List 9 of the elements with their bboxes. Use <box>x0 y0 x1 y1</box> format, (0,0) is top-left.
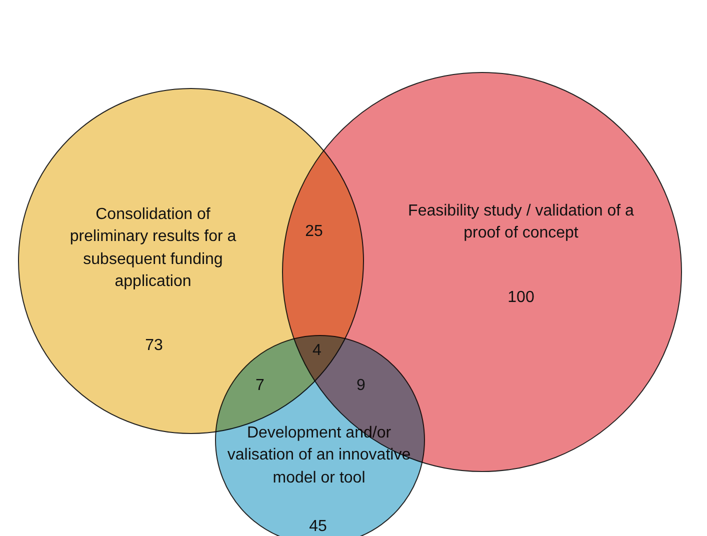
count-label: 7 <box>256 376 264 396</box>
count-label: 45 <box>309 516 327 536</box>
count-label: 100 <box>508 288 534 308</box>
category-label: Feasibility study / validation of a proof of concept <box>407 202 635 244</box>
category-label: Consolidation of preliminary results for a subsequent funding application <box>68 205 238 292</box>
count-label: 73 <box>145 336 163 356</box>
count-label: 9 <box>356 376 366 396</box>
count-label: 25 <box>305 222 323 242</box>
count-label: 4 <box>312 340 322 361</box>
